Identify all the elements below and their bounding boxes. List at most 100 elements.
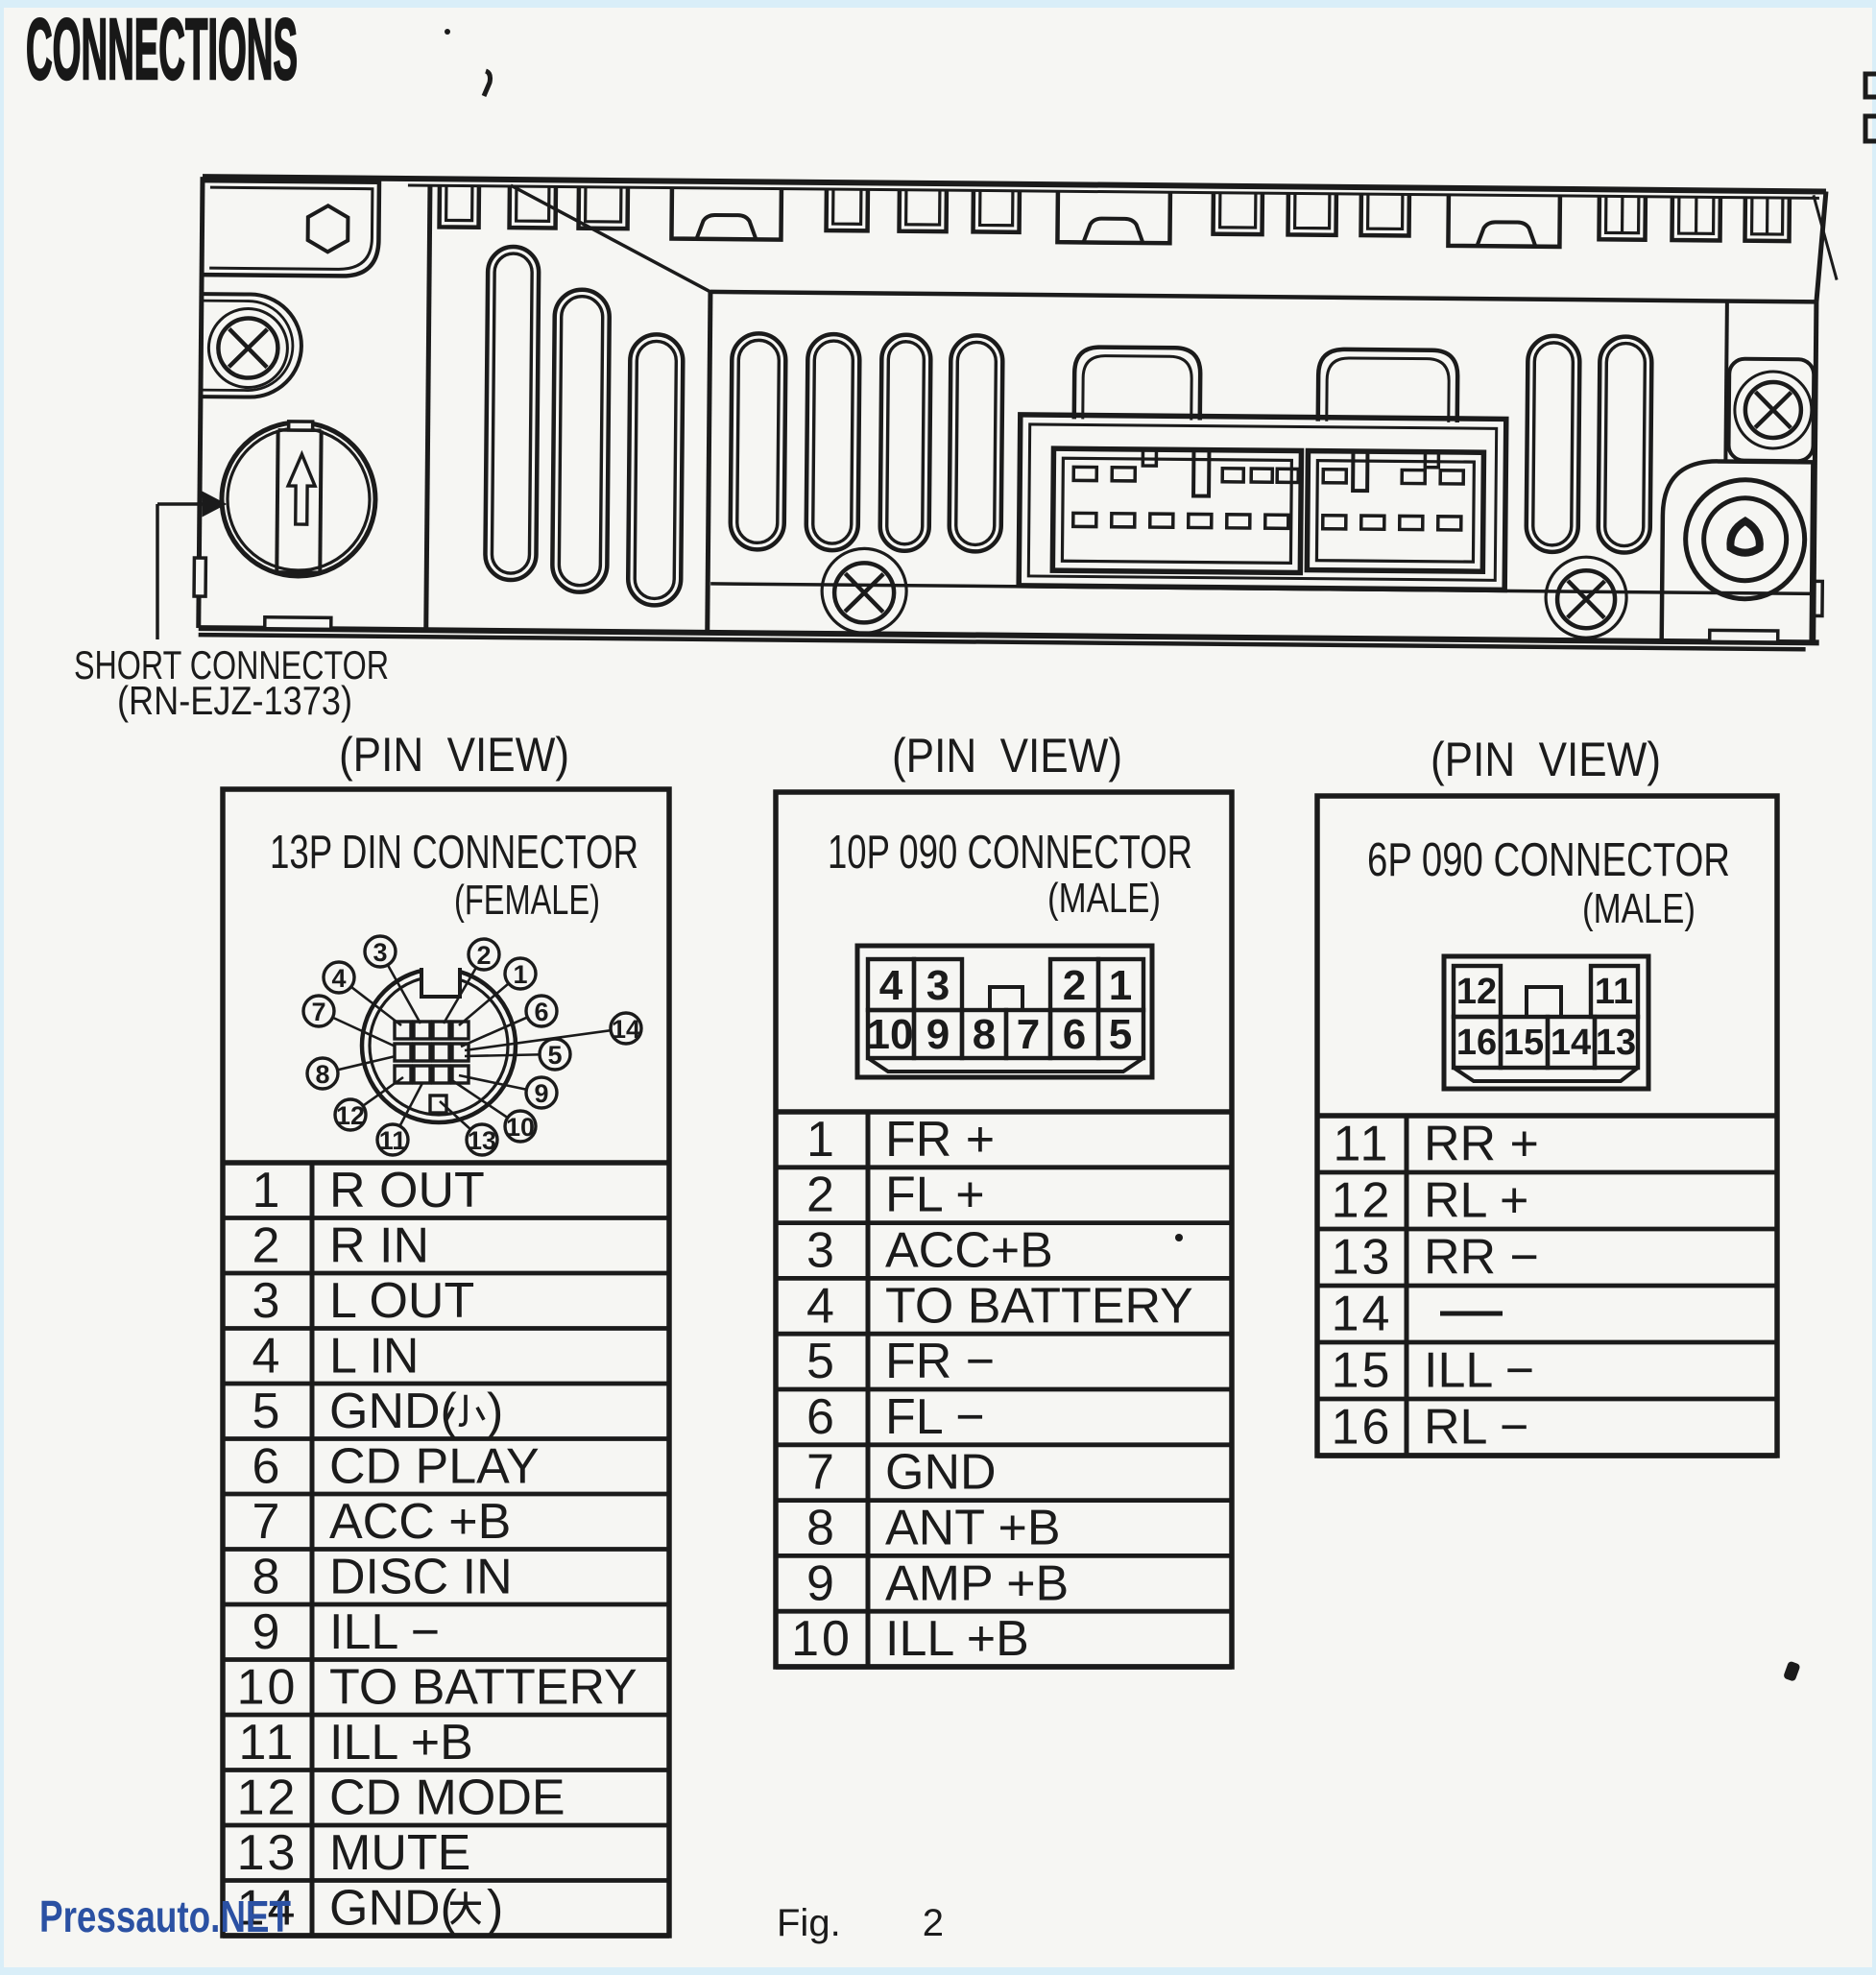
svg-text:DISC IN: DISC IN	[329, 1549, 513, 1604]
svg-text:16: 16	[1456, 1023, 1497, 1063]
svg-text:ILL +B: ILL +B	[885, 1611, 1029, 1667]
svg-text:12: 12	[1332, 1173, 1393, 1229]
svg-text:6: 6	[1063, 1011, 1086, 1058]
svg-text:TO BATTERY: TO BATTERY	[329, 1659, 637, 1715]
svg-text:5: 5	[1109, 1011, 1132, 1058]
svg-text:GND(: GND(	[329, 1880, 458, 1936]
svg-text:CONNECTIONS: CONNECTIONS	[26, 2, 298, 98]
svg-text:MUTE: MUTE	[329, 1825, 470, 1881]
svg-text:3: 3	[253, 1273, 283, 1329]
svg-text:1: 1	[253, 1163, 283, 1218]
svg-text:7: 7	[253, 1494, 283, 1550]
svg-text:13: 13	[1596, 1023, 1636, 1063]
svg-text:2: 2	[476, 941, 491, 970]
svg-text:1: 1	[1109, 962, 1132, 1009]
svg-text:RL +: RL +	[1424, 1173, 1528, 1229]
svg-text:12: 12	[1456, 972, 1497, 1012]
svg-text:11: 11	[1595, 972, 1633, 1012]
svg-text:14: 14	[1551, 1023, 1591, 1063]
svg-text:8: 8	[253, 1549, 283, 1604]
svg-text:ILL −: ILL −	[329, 1604, 440, 1660]
svg-text:11: 11	[1334, 1117, 1391, 1172]
svg-text:SHORT CONNECTOR: SHORT CONNECTOR	[74, 642, 389, 687]
svg-text:): )	[487, 1384, 503, 1439]
svg-text:FL −: FL −	[885, 1389, 985, 1445]
svg-text:10P 090 CONNECTOR: 10P 090 CONNECTOR	[828, 827, 1192, 879]
svg-text:(MALE): (MALE)	[1047, 875, 1161, 922]
svg-text:L IN: L IN	[329, 1328, 419, 1384]
svg-text:9: 9	[253, 1604, 283, 1660]
svg-text:RL −: RL −	[1424, 1400, 1528, 1456]
svg-text:14: 14	[1332, 1287, 1393, 1342]
svg-text:Pressauto.NET: Pressauto.NET	[39, 1891, 291, 1941]
svg-text:FR −: FR −	[885, 1334, 995, 1389]
svg-text:6: 6	[253, 1438, 283, 1494]
svg-text:7: 7	[1017, 1011, 1040, 1058]
svg-text:5: 5	[547, 1041, 562, 1070]
svg-text:8: 8	[973, 1011, 996, 1058]
svg-text:FL +: FL +	[885, 1168, 985, 1223]
svg-text:4: 4	[253, 1328, 283, 1384]
svg-text:4: 4	[331, 964, 346, 993]
svg-text:6: 6	[806, 1389, 837, 1445]
svg-text:RR −: RR −	[1424, 1230, 1539, 1286]
svg-text:5: 5	[253, 1384, 283, 1439]
svg-text:ANT +B: ANT +B	[885, 1501, 1061, 1556]
svg-text:GND(: GND(	[329, 1384, 458, 1439]
svg-text:14: 14	[612, 1015, 640, 1044]
svg-text:13: 13	[1332, 1230, 1393, 1286]
svg-text:2: 2	[1063, 962, 1086, 1009]
svg-text:ACC +B: ACC +B	[329, 1494, 511, 1550]
svg-text:(RN-EJZ-1373): (RN-EJZ-1373)	[117, 678, 352, 723]
svg-text:11: 11	[379, 1126, 407, 1155]
svg-text:4: 4	[806, 1278, 837, 1334]
svg-text:6P 090 CONNECTOR: 6P 090 CONNECTOR	[1367, 834, 1730, 886]
svg-text:7: 7	[311, 998, 325, 1026]
svg-text:10: 10	[867, 1011, 914, 1058]
svg-text:AMP +B: AMP +B	[885, 1555, 1069, 1611]
svg-text:14: 14	[237, 1880, 299, 1936]
svg-text:11: 11	[239, 1715, 297, 1770]
svg-text:RR +: RR +	[1424, 1117, 1539, 1172]
svg-text:CD MODE: CD MODE	[329, 1770, 565, 1825]
svg-text:9: 9	[534, 1079, 548, 1108]
svg-text:12: 12	[237, 1770, 299, 1825]
svg-text:10: 10	[791, 1611, 853, 1667]
svg-text:R OUT: R OUT	[329, 1163, 485, 1218]
svg-text:10: 10	[506, 1113, 535, 1142]
svg-text:3: 3	[926, 962, 950, 1009]
svg-text:13: 13	[237, 1825, 299, 1881]
svg-text:4: 4	[879, 962, 903, 1009]
svg-text:5: 5	[806, 1334, 837, 1389]
svg-text:7: 7	[806, 1445, 837, 1501]
svg-text:1: 1	[513, 960, 527, 989]
svg-text:10: 10	[237, 1659, 299, 1715]
svg-text:2: 2	[253, 1217, 283, 1273]
svg-text:(FEMALE): (FEMALE)	[454, 877, 600, 924]
svg-text:(PIN VIEW): (PIN VIEW)	[339, 728, 569, 782]
svg-text:L OUT: L OUT	[329, 1273, 474, 1329]
svg-text:13P DIN CONNECTOR: 13P DIN CONNECTOR	[270, 827, 638, 879]
svg-text:): )	[487, 1880, 503, 1936]
svg-text:12: 12	[336, 1101, 365, 1130]
svg-text:2: 2	[806, 1168, 837, 1223]
svg-text:15: 15	[1503, 1023, 1544, 1063]
svg-text:1: 1	[806, 1112, 837, 1168]
svg-text:ILL −: ILL −	[1424, 1343, 1534, 1399]
svg-text:ACC+B: ACC+B	[885, 1223, 1053, 1279]
svg-text:CD PLAY: CD PLAY	[329, 1438, 540, 1494]
svg-text:3: 3	[373, 938, 387, 967]
svg-text:16: 16	[1332, 1400, 1393, 1456]
svg-text:9: 9	[926, 1011, 950, 1058]
svg-text:(PIN VIEW): (PIN VIEW)	[892, 729, 1122, 783]
svg-text:6: 6	[534, 998, 548, 1026]
svg-text:(PIN VIEW): (PIN VIEW)	[1431, 733, 1661, 786]
svg-text:8: 8	[806, 1501, 837, 1556]
svg-text:13: 13	[468, 1126, 496, 1155]
svg-text:8: 8	[315, 1060, 329, 1089]
svg-text:R IN: R IN	[329, 1217, 429, 1273]
svg-text:TO BATTERY: TO BATTERY	[885, 1278, 1193, 1334]
svg-text:GND: GND	[885, 1445, 997, 1501]
svg-text:FR +: FR +	[885, 1112, 995, 1168]
svg-text:3: 3	[806, 1223, 837, 1279]
